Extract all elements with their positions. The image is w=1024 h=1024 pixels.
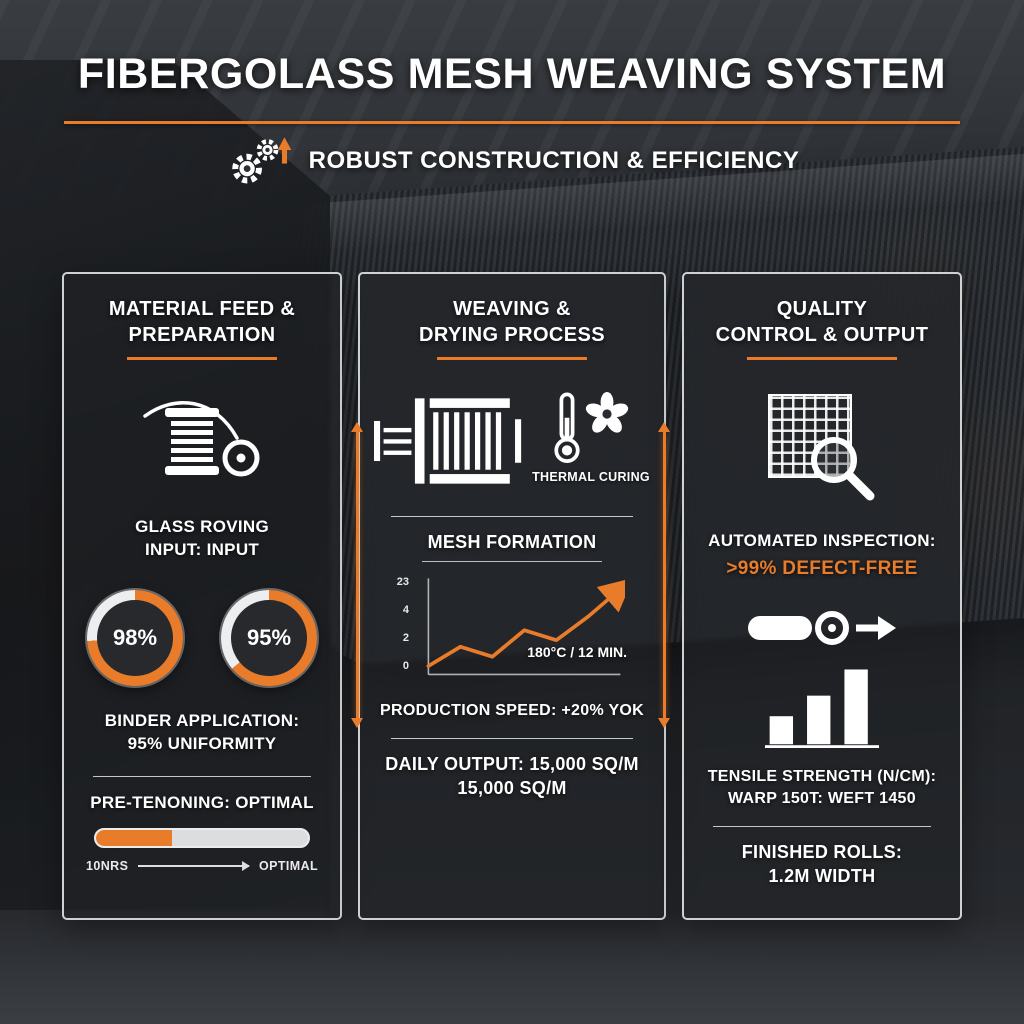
defect-free-label: >99% DEFECT-FREE xyxy=(726,557,918,579)
panel1-title-line1: MATERIAL FEED & xyxy=(108,298,296,320)
ytick-2: 2 xyxy=(402,632,409,645)
progress-end-label: OPTIMAL xyxy=(258,858,319,873)
ytick-0: 23 xyxy=(396,576,409,589)
panel-material-feed: MATERIAL FEED & PREPARATION xyxy=(62,272,343,920)
daily-output-label: DAILY OUTPUT: 15,000 SQ/M 15,000 SQ/M xyxy=(385,752,639,801)
panel1-title-underline xyxy=(127,357,278,360)
panel2-title-underline xyxy=(437,357,587,360)
mesh-heading-underline xyxy=(422,561,602,563)
mesh-inspection-icon xyxy=(766,392,878,504)
tensile-strength-label: TENSILE STRENGTH (N/CM): WARP 150T: WEFT… xyxy=(708,766,937,809)
gears-icon xyxy=(231,137,291,184)
rolls-line1: FINISHED ROLLS: xyxy=(741,842,903,863)
glass-roving-line2: INPUT: INPUT xyxy=(144,539,260,559)
ring-95: 95% xyxy=(221,589,318,686)
panel-weaving-drying: WEAVING & DRYING PROCESS xyxy=(358,272,666,920)
ring-98: 98% xyxy=(87,589,184,686)
daily-output-line2: 15,000 SQ/M xyxy=(457,778,567,799)
magnifier-icon xyxy=(810,437,875,501)
flow-connector-2 xyxy=(658,422,670,728)
weaving-loom-icon xyxy=(374,398,522,484)
fan-icon xyxy=(585,392,629,433)
panel2-title-line1: WEAVING & xyxy=(453,298,571,320)
chart-y-axis-labels: 23 4 2 0 xyxy=(395,576,409,672)
finished-rolls-label: FINISHED ROLLS: 1.2M WIDTH xyxy=(742,840,903,889)
panel3-title-line1: QUALITY xyxy=(776,298,868,320)
ytick-1: 4 xyxy=(402,604,409,617)
mesh-formation-chart: 23 4 2 0 180°C / 12 MIN. xyxy=(395,572,629,688)
glass-roving-line1: GLASS ROVING xyxy=(135,517,270,536)
divider xyxy=(712,826,932,828)
thermometer-icon xyxy=(554,392,580,464)
tensile-line1: TENSILE STRENGTH (N/CM): xyxy=(707,767,937,785)
thermal-curing-label: THERMAL CURING xyxy=(532,470,650,484)
page-title: FIBERGOLASS MESH WEAVING SYSTEM xyxy=(77,50,947,98)
panel1-title: MATERIAL FEED & PREPARATION xyxy=(109,296,295,348)
binder-line2: 95% UNIFORMITY xyxy=(127,733,277,753)
panel3-title-underline xyxy=(746,357,897,360)
tensile-line2: WARP 150T: WEFT 1450 xyxy=(727,789,916,807)
automated-inspection-label: AUTOMATED INSPECTION: xyxy=(708,531,936,550)
pretension-progress-fill xyxy=(96,829,173,846)
progress-start-label: 10NRS xyxy=(86,858,129,873)
divider xyxy=(92,775,312,777)
glass-roving-label: GLASS ROVING INPUT: INPUT xyxy=(135,516,269,562)
finished-roll-arrow-icon xyxy=(747,610,896,645)
ring-95-inner: 95% xyxy=(231,599,308,676)
production-speed-label: PRODUCTION SPEED: +20% YOK xyxy=(380,702,645,720)
panel3-title-line2: CONTROL & OUTPUT xyxy=(715,324,929,346)
weaving-icon-row: THERMAL CURING xyxy=(374,390,650,492)
background-floor xyxy=(0,914,1024,1024)
panel3-title: QUALITY CONTROL & OUTPUT xyxy=(716,296,929,348)
binder-line1: BINDER APPLICATION: xyxy=(104,710,300,730)
divider xyxy=(390,737,634,739)
page-subtitle: ROBUST CONSTRUCTION & EFFICIENCY xyxy=(308,147,800,174)
panel-quality-control: QUALITY CONTROL & OUTPUT AUTOMATED INSPE… xyxy=(681,272,963,920)
flow-connector-1 xyxy=(351,422,363,728)
progress-caption-row: 10NRS OPTIMAL xyxy=(86,859,318,873)
daily-output-line1: DAILY OUTPUT: 15,000 SQ/M xyxy=(385,753,639,774)
pretension-progress-bar xyxy=(94,827,311,848)
ring-95-value: 95% xyxy=(247,624,292,650)
progress-rings: 98% 95% xyxy=(87,589,318,686)
header-subtitle-row: ROBUST CONSTRUCTION & EFFICIENCY xyxy=(0,130,1024,192)
thermal-curing-block: THERMAL CURING xyxy=(532,390,650,484)
chart-annotation: 180°C / 12 MIN. xyxy=(527,644,627,661)
right-arrow-icon xyxy=(138,860,250,871)
mesh-chart-line xyxy=(426,578,625,669)
divider xyxy=(390,516,634,517)
panel2-title: WEAVING & DRYING PROCESS xyxy=(419,296,605,348)
panel2-title-line2: DRYING PROCESS xyxy=(419,324,606,346)
ytick-3: 0 xyxy=(402,660,409,673)
binder-label: BINDER APPLICATION: 95% UNIFORMITY xyxy=(105,710,300,756)
panels-row: MATERIAL FEED & PREPARATION xyxy=(62,272,963,920)
ring-98-value: 98% xyxy=(113,624,158,650)
mesh-grid-icon xyxy=(767,394,852,478)
panel1-title-line2: PREPARATION xyxy=(128,324,276,346)
pretension-label: PRE-TENONING: OPTIMAL xyxy=(90,792,314,812)
chart-plot-area xyxy=(426,578,625,676)
thread-spool-icon xyxy=(143,401,260,477)
rolls-line2: 1.2M WIDTH xyxy=(768,866,876,887)
header-accent-rule xyxy=(64,121,960,124)
mesh-formation-heading: MESH FORMATION xyxy=(427,532,597,552)
bar-chart-icon xyxy=(764,669,879,748)
ring-98-inner: 98% xyxy=(97,599,174,676)
